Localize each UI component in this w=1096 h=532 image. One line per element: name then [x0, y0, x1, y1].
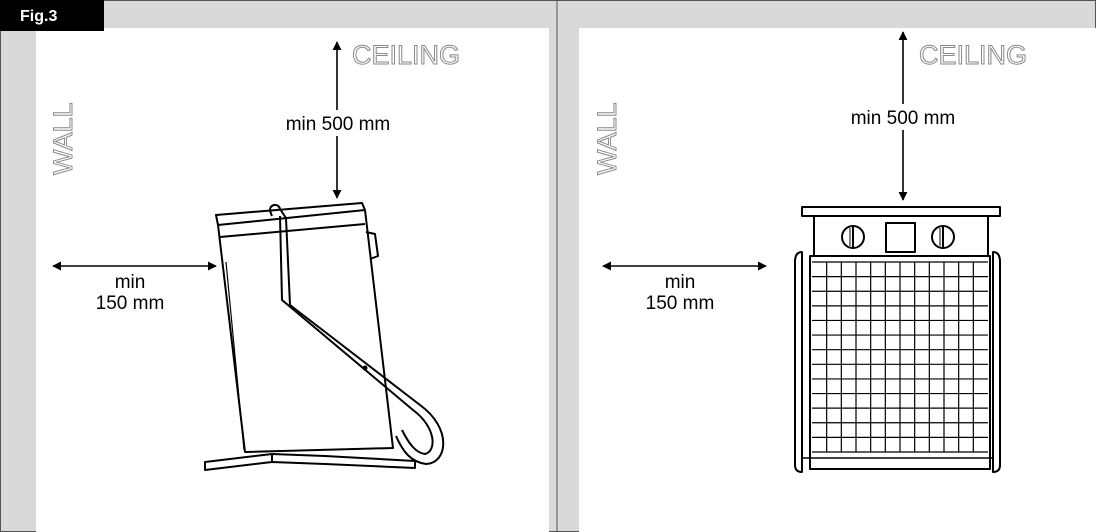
heater-grille	[812, 261, 988, 453]
top-clearance-label: min 500 mm	[851, 108, 956, 129]
top-clearance-label: min 500 mm	[286, 114, 391, 135]
right-panel-area	[579, 28, 1096, 532]
left-panel: WALL CEILING min 500 mm min 150 mm	[48, 40, 461, 471]
figure-tag-box	[0, 0, 104, 31]
left-panel-area	[36, 28, 549, 532]
side-clearance-label-line1: min	[665, 272, 696, 293]
ceiling-label: CEILING	[919, 40, 1027, 70]
figure-tag: Fig.3	[20, 8, 57, 25]
side-clearance-label-line2: 150 mm	[646, 293, 715, 314]
side-clearance-label-line2: 150 mm	[96, 293, 165, 314]
wall-label: WALL	[592, 102, 622, 175]
top-clearance-label-bg	[262, 110, 414, 136]
side-clearance-label-line1: min	[115, 272, 146, 293]
heater-side-view	[204, 202, 445, 471]
wall-label: WALL	[48, 102, 78, 175]
right-panel: WALL CEILING min 500 mm min 150 mm	[592, 31, 1028, 473]
top-clearance-label-bg	[826, 104, 980, 130]
ceiling-label: CEILING	[352, 40, 460, 70]
heater-front-view	[794, 206, 1001, 473]
